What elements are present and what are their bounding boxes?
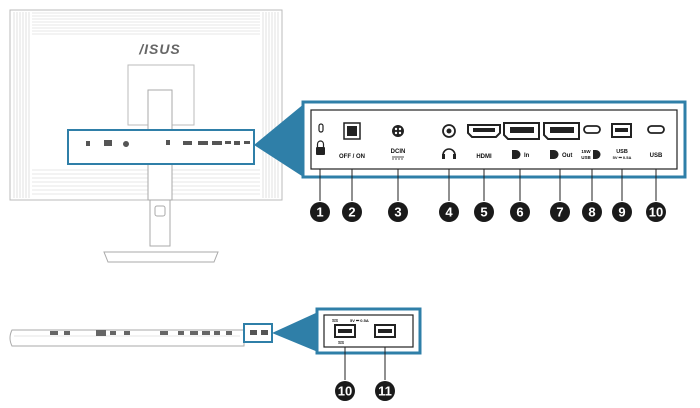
- usb-a-port: USB 5V ⎓ 0.5A: [611, 123, 632, 160]
- stand-hole: [154, 205, 166, 217]
- dc-in-port: DCIN: [391, 125, 406, 160]
- usbc-label: USB: [650, 153, 663, 159]
- dc-in-label: DCIN: [391, 149, 406, 155]
- top-callout-number: 6: [516, 205, 523, 220]
- dp-in-icon: [512, 150, 521, 159]
- headphone-jack: [442, 124, 456, 159]
- power-switch: OFF / ON: [339, 122, 365, 160]
- top-callout-circle: [310, 202, 330, 222]
- top-callout-number: 1: [316, 205, 323, 220]
- top-callouts: 1 2 3 4 5 6 7 8 9 10: [310, 202, 666, 222]
- top-callout-number: 4: [445, 205, 453, 220]
- monitor-back-view: /ISUS: [9, 9, 305, 263]
- top-callout-circle: [439, 202, 459, 222]
- stand-base: [103, 251, 219, 263]
- top-callout-circle: [342, 202, 362, 222]
- top-callout-4: 4: [439, 202, 459, 222]
- usbc-power-sub: USB: [581, 155, 591, 160]
- side-callout-number: 10: [338, 384, 352, 399]
- side-usb-sub: SS: [338, 340, 344, 345]
- side-usb-rating: 5V ⎓ 0.5A: [350, 318, 369, 323]
- top-callout-circle: [582, 202, 602, 222]
- side-port-miniatures: [50, 330, 232, 336]
- zoomed-rear-panel: OFF / ON DCIN HDMI: [301, 100, 687, 201]
- side-usb-label: SS: [332, 318, 338, 323]
- side-callout-circle: [375, 381, 395, 401]
- dp-out-label: Out: [562, 153, 572, 159]
- side-usb-port-10: SS 5V ⎓ 0.5A SS: [332, 318, 369, 345]
- usb-a-label: USB: [616, 149, 628, 155]
- stand-column: [149, 199, 171, 247]
- side-usb-port-11: [374, 324, 396, 338]
- kensington-lock-port: [316, 123, 325, 155]
- side-callout-10: 10: [335, 381, 355, 401]
- back-port-miniatures: [86, 140, 250, 147]
- top-callout-8: 8: [582, 202, 602, 222]
- brand-logo: /ISUS: [138, 41, 181, 57]
- top-callout-7: 7: [550, 202, 570, 222]
- side-callout-number: 11: [378, 384, 392, 399]
- top-callout-circle: [474, 202, 494, 222]
- displayport-in: In: [503, 122, 540, 159]
- top-leader-lines: [319, 169, 657, 201]
- zoomed-side-panel: SS 5V ⎓ 0.5A SS: [315, 307, 422, 380]
- top-callout-circle: [612, 202, 632, 222]
- top-callout-number: 10: [649, 205, 663, 220]
- back-port-strip: [67, 129, 255, 165]
- dp-out-icon: [550, 150, 559, 159]
- hdmi-port: HDMI: [467, 124, 501, 160]
- side-leader-lines: [344, 347, 386, 380]
- dp-alt-icon: [593, 150, 601, 159]
- usb-a-rating: 5V ⎓ 0.5A: [613, 155, 632, 160]
- top-callout-circle: [646, 202, 666, 222]
- power-switch-label: OFF / ON: [339, 154, 365, 160]
- side-callout-11: 11: [375, 381, 395, 401]
- back-zoom-connector: [254, 103, 305, 178]
- dp-in-label: In: [524, 153, 530, 159]
- hdmi-label: HDMI: [476, 154, 492, 160]
- top-callout-1: 1: [310, 202, 330, 222]
- top-callout-circle: [388, 202, 408, 222]
- top-callout-3: 3: [388, 202, 408, 222]
- top-callout-6: 6: [510, 202, 530, 222]
- top-callout-number: 9: [618, 205, 625, 220]
- side-callouts: 10 11: [335, 381, 395, 401]
- top-callout-9: 9: [612, 202, 632, 222]
- monitor-side-view: [9, 312, 318, 352]
- usbc-port: USB: [647, 125, 665, 159]
- top-callout-circle: [550, 202, 570, 222]
- top-callout-2: 2: [342, 202, 362, 222]
- top-callout-number: 3: [394, 205, 401, 220]
- top-callout-number: 2: [348, 205, 355, 220]
- side-zoom-connector: [272, 312, 318, 352]
- monitor-ribs: [13, 12, 279, 198]
- top-callout-5: 5: [474, 202, 494, 222]
- usbc-power-label: 15W: [581, 149, 591, 154]
- top-callout-number: 7: [556, 205, 563, 220]
- usbc-power-port: 15W USB: [581, 125, 601, 160]
- zoom-panel-inner: [310, 109, 678, 170]
- side-callout-circle: [335, 381, 355, 401]
- top-callout-circle: [510, 202, 530, 222]
- top-callout-number: 5: [480, 205, 487, 220]
- top-callout-10: 10: [646, 202, 666, 222]
- top-callout-number: 8: [588, 205, 595, 220]
- displayport-out: Out: [543, 122, 580, 159]
